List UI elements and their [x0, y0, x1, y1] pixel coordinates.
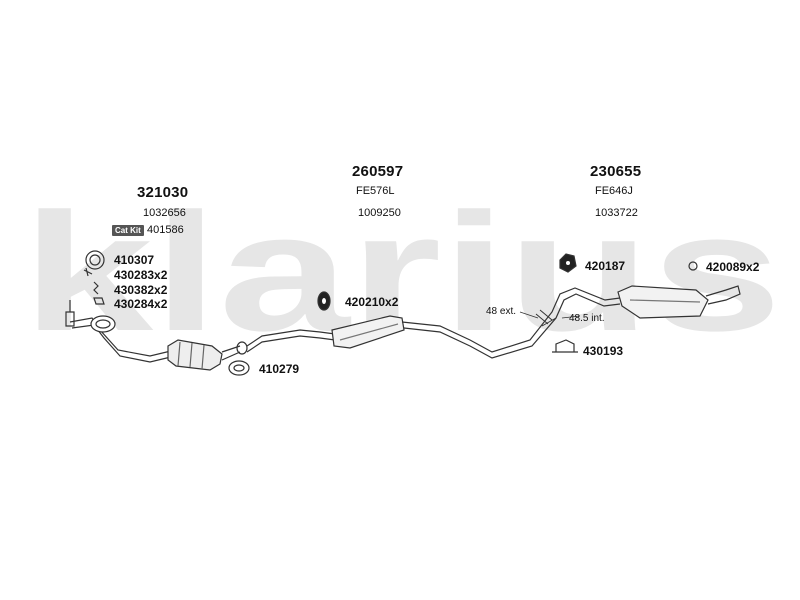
cat-kit-number: 401586: [147, 224, 184, 236]
clamp-marks: [535, 309, 557, 327]
part-label: 420187: [585, 259, 626, 273]
bolt-icon: [83, 267, 93, 277]
group-title-2: 260597: [352, 163, 404, 180]
dimension-ext: 48 ext.: [486, 306, 517, 317]
group-subtitle-2: FE576L: [356, 185, 395, 197]
front-flange: [90, 315, 116, 333]
part-label: 420089x2: [706, 260, 760, 274]
gasket-ring-icon: [85, 250, 105, 270]
part-label: 430283x2: [114, 268, 168, 282]
group-code-1: 1032656: [143, 207, 186, 219]
mid-pipe: [401, 287, 621, 359]
part-label: 410279: [259, 362, 300, 376]
hanger-ring-icon: [688, 261, 698, 271]
group-code-3: 1033722: [595, 207, 638, 219]
group-subtitle-3: FE646J: [595, 185, 633, 197]
pipe-joint: [236, 341, 248, 355]
flange-gasket-icon: [228, 360, 250, 376]
group-title-1: 321030: [137, 184, 189, 201]
part-label: 420210x2: [345, 295, 399, 309]
cat-kit-badge: Cat Kit: [112, 225, 144, 236]
nut-icon: [93, 297, 105, 305]
spring-icon: [93, 281, 99, 295]
catalytic-converter: [167, 339, 223, 371]
group-code-2: 1009250: [358, 207, 401, 219]
part-label: 430382x2: [114, 283, 168, 297]
tail-pipe: [705, 285, 741, 305]
part-label: 410307: [114, 253, 155, 267]
u-clamp-icon: [552, 339, 578, 353]
group-title-3: 230655: [590, 163, 642, 180]
dimension-int: 48.5 int.: [569, 313, 605, 324]
part-label: 430193: [583, 344, 624, 358]
part-label: 430284x2: [114, 297, 168, 311]
dimension-leaders: [519, 311, 581, 319]
lambda-sensor-icon: [65, 300, 75, 327]
rear-silencer: [617, 285, 709, 319]
front-pipe: [69, 317, 176, 357]
